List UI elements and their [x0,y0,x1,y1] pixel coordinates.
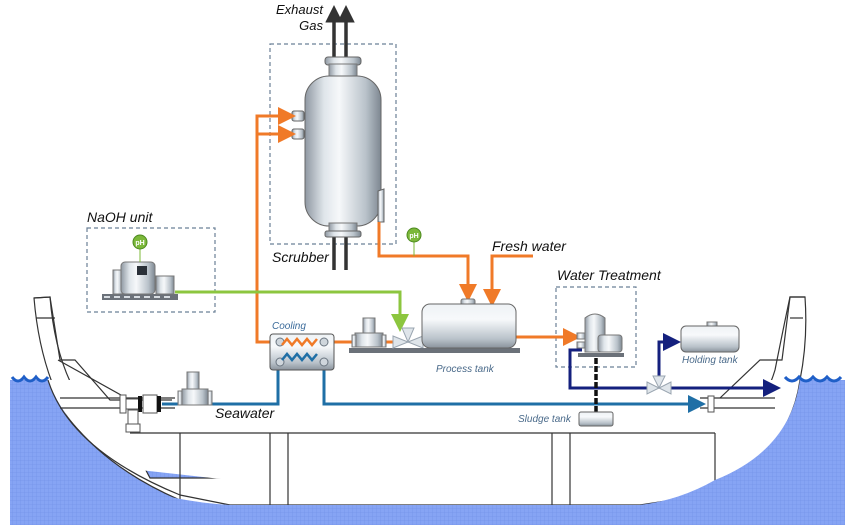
three-way-valve[interactable] [646,375,672,395]
cooling-label: Cooling [272,321,306,332]
ph-sensor-scrubber: pH [406,227,422,256]
ph-label: pH [409,233,418,240]
ph-label: pH [135,240,144,247]
sludge-tank[interactable] [578,411,614,427]
water-treatment-unit[interactable] [576,313,624,357]
exhaust-gas-label-1: Exhaust [276,2,324,17]
circulation-pump[interactable] [349,317,421,353]
exhaust-gas-pipes [325,5,355,270]
naoh-unit-box [86,227,216,313]
scrubber-vessel[interactable] [291,56,385,238]
ph-sensor-naoh: pH [132,234,148,262]
cooling-seawater-line [162,362,706,413]
holding-tank-label: Holding tank [682,355,739,366]
process-tank[interactable] [420,298,520,353]
cooler[interactable] [269,333,335,371]
fresh-water-label: Fresh water [492,238,567,254]
seawater-label: Seawater [215,405,275,421]
naoh-unit-label: NaOH unit [87,209,153,225]
sea-chest-valve[interactable] [119,394,161,433]
sea-waves [10,374,845,525]
holding-tank[interactable] [680,321,740,353]
exhaust-gas-label-2: Gas [299,18,323,33]
sludge-tank-label: Sludge tank [518,414,572,425]
seawater-pump[interactable] [177,371,213,406]
water-treatment-label: Water Treatment [557,267,662,283]
naoh-dosing-line [175,290,409,332]
treated-water-line [568,333,781,397]
naoh-unit[interactable] [102,261,178,300]
overboard-outlet [707,395,715,413]
mixing-valve[interactable] [392,327,424,349]
process-tank-label: Process tank [436,364,495,375]
scrubber-label: Scrubber [272,249,330,265]
